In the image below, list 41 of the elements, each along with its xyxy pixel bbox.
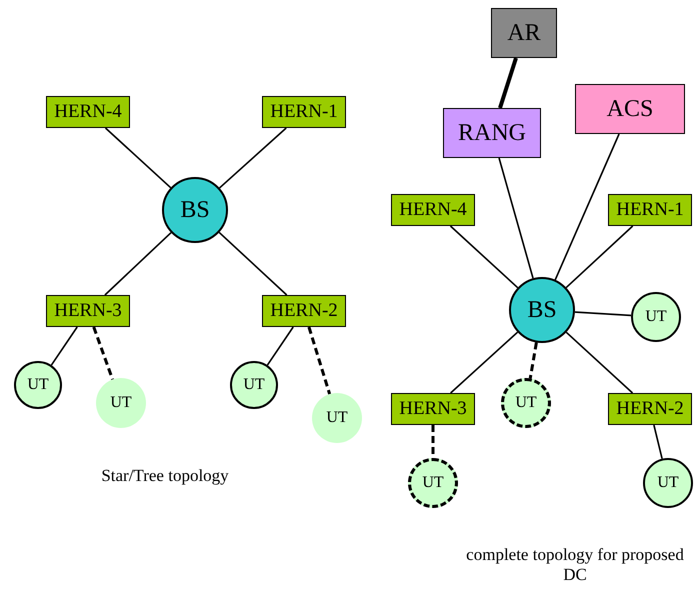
user-terminal-circle: UT [230,361,278,409]
user-terminal-circle: UT [14,361,62,409]
acs-box: ACS [575,84,685,134]
user-terminal-circle: UT [96,378,146,428]
link-line [50,326,78,366]
link-line [450,225,518,288]
hern-box: HERN-2 [608,393,692,425]
link-line [566,225,634,288]
user-terminal-circle: UT [312,393,362,443]
dashed-link [92,326,114,380]
hern-box: HERN-1 [608,194,692,226]
link-line [450,332,518,394]
user-terminal-circle: UT [643,458,693,508]
hern-box: HERN-3 [391,393,475,425]
user-terminal-circle: UT [501,378,551,428]
base-station-circle: BS [162,177,228,243]
user-terminal-circle: UT [408,458,458,508]
user-terminal-circle: UT [631,292,681,342]
link-line [653,424,663,459]
link-line [218,232,288,296]
hern-box: HERN-4 [391,194,475,226]
link-line [266,326,294,366]
link-line [498,158,534,278]
caption-text: complete topology for proposed DC [465,545,685,585]
dashed-link [528,342,538,379]
hern-box: HERN-3 [46,295,130,327]
rang-box: RANG [443,108,541,158]
ar-box: AR [491,8,557,58]
link-line [104,127,172,188]
link-line [498,57,518,109]
base-station-circle: BS [509,277,575,343]
hern-box: HERN-1 [262,96,346,128]
hern-box: HERN-4 [46,96,130,128]
caption-text: Star/Tree topology [100,466,230,486]
link-line [219,127,287,189]
link-line [554,134,620,280]
dashed-link [308,326,332,395]
link-line [104,232,172,296]
link-line [574,311,632,316]
hern-box: HERN-2 [262,295,346,327]
link-line [566,332,634,394]
